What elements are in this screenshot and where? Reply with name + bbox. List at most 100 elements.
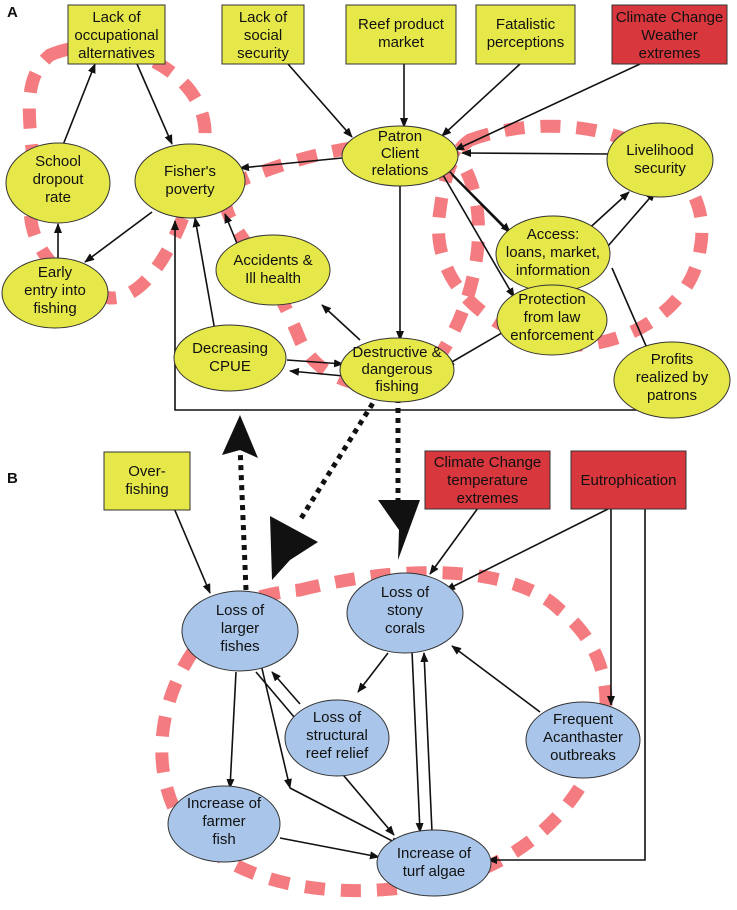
edge-fatalistic-to-patron <box>441 63 521 137</box>
svg-text:Access:loans, market,informati: Access:loans, market,information <box>506 226 600 279</box>
label-line: Lack of <box>239 9 288 26</box>
label-line: larger <box>221 620 259 637</box>
label-line: dropout <box>33 171 85 188</box>
label-line: Fisher's <box>164 163 216 180</box>
edge-destructive-to-cpue <box>289 367 345 377</box>
label-line: outbreaks <box>550 747 616 764</box>
label-line: Fatalistic <box>496 16 556 33</box>
label-line: Destructive & <box>352 344 441 361</box>
edge-weather-to-patron <box>454 63 641 151</box>
link-head-down <box>378 500 420 560</box>
edge-poverty-to-early <box>84 211 153 263</box>
label-line: corals <box>385 620 425 637</box>
edge-fishes-turf-continuation <box>289 787 401 846</box>
label-line: Profits <box>651 351 694 368</box>
edge-acanthaster-to-corals <box>451 645 541 713</box>
label-line: Patron <box>378 128 422 145</box>
label-line: fishes <box>220 638 259 655</box>
label-line: Livelihood <box>626 142 694 159</box>
node-eutrophication: Eutrophication <box>570 450 687 510</box>
edge-cpue-to-destructive <box>286 359 344 368</box>
label-line: School <box>35 153 81 170</box>
edge-fishes-to-turf <box>259 659 292 789</box>
edge-corals-to-structural <box>357 652 389 693</box>
edge-social-to-patron <box>287 63 353 138</box>
edge-eutrophication-to-corals <box>445 507 611 591</box>
label-line: information <box>516 262 590 279</box>
edge-structural-to-fishes <box>271 671 301 705</box>
edge-profits-to-poverty <box>171 220 640 411</box>
label-line: social <box>244 27 282 44</box>
label-line: structural <box>306 727 368 744</box>
label-line: Client <box>381 145 420 162</box>
panel-label-a: A <box>7 4 18 21</box>
label-line: stony <box>387 602 423 619</box>
label-line: temperature <box>447 472 528 489</box>
label-line: Over- <box>128 463 166 480</box>
label-line: fishing <box>33 300 76 317</box>
label-line: market <box>378 34 425 51</box>
label-line: Reef product <box>358 16 445 33</box>
edge-patron-to-protection <box>442 174 515 298</box>
label-line: entry into <box>24 282 86 299</box>
label-line: patrons <box>647 387 697 404</box>
edge-farmer-to-turf <box>279 837 380 860</box>
label-line: Lack of <box>92 9 141 26</box>
edge-temperature-to-corals <box>429 507 479 575</box>
label-line: Increase of <box>397 845 472 862</box>
label-line: loans, market, <box>506 244 600 261</box>
label-line: Ill health <box>245 270 301 287</box>
edge-destructive-to-accidents <box>321 304 361 341</box>
label-line: CPUE <box>209 358 251 375</box>
label-line: enforcement <box>510 327 594 344</box>
label-line: turf algae <box>403 863 466 880</box>
edge-occupational-to-poverty <box>136 63 173 145</box>
link-fishes-to-poverty <box>237 445 249 591</box>
label-line: Access: <box>527 226 580 243</box>
label-line: Accidents & <box>233 252 312 269</box>
label-line: security <box>237 45 289 62</box>
label-line: realized by <box>636 369 709 386</box>
svg-text:Eutrophication: Eutrophication <box>581 472 677 489</box>
edge-patron-to-poverty <box>239 157 343 172</box>
edge-dropout-to-occupational <box>62 63 96 146</box>
edge-cpue-to-poverty <box>192 217 216 332</box>
label-line: Acanthaster <box>543 729 623 746</box>
label-line: fishing <box>375 378 418 395</box>
label-line: Weather <box>641 27 697 44</box>
label-line: fishing <box>125 481 168 498</box>
label-line: poverty <box>165 181 215 198</box>
link-destructive-to-fishes <box>297 393 381 522</box>
label-line: Climate Change <box>616 9 724 26</box>
